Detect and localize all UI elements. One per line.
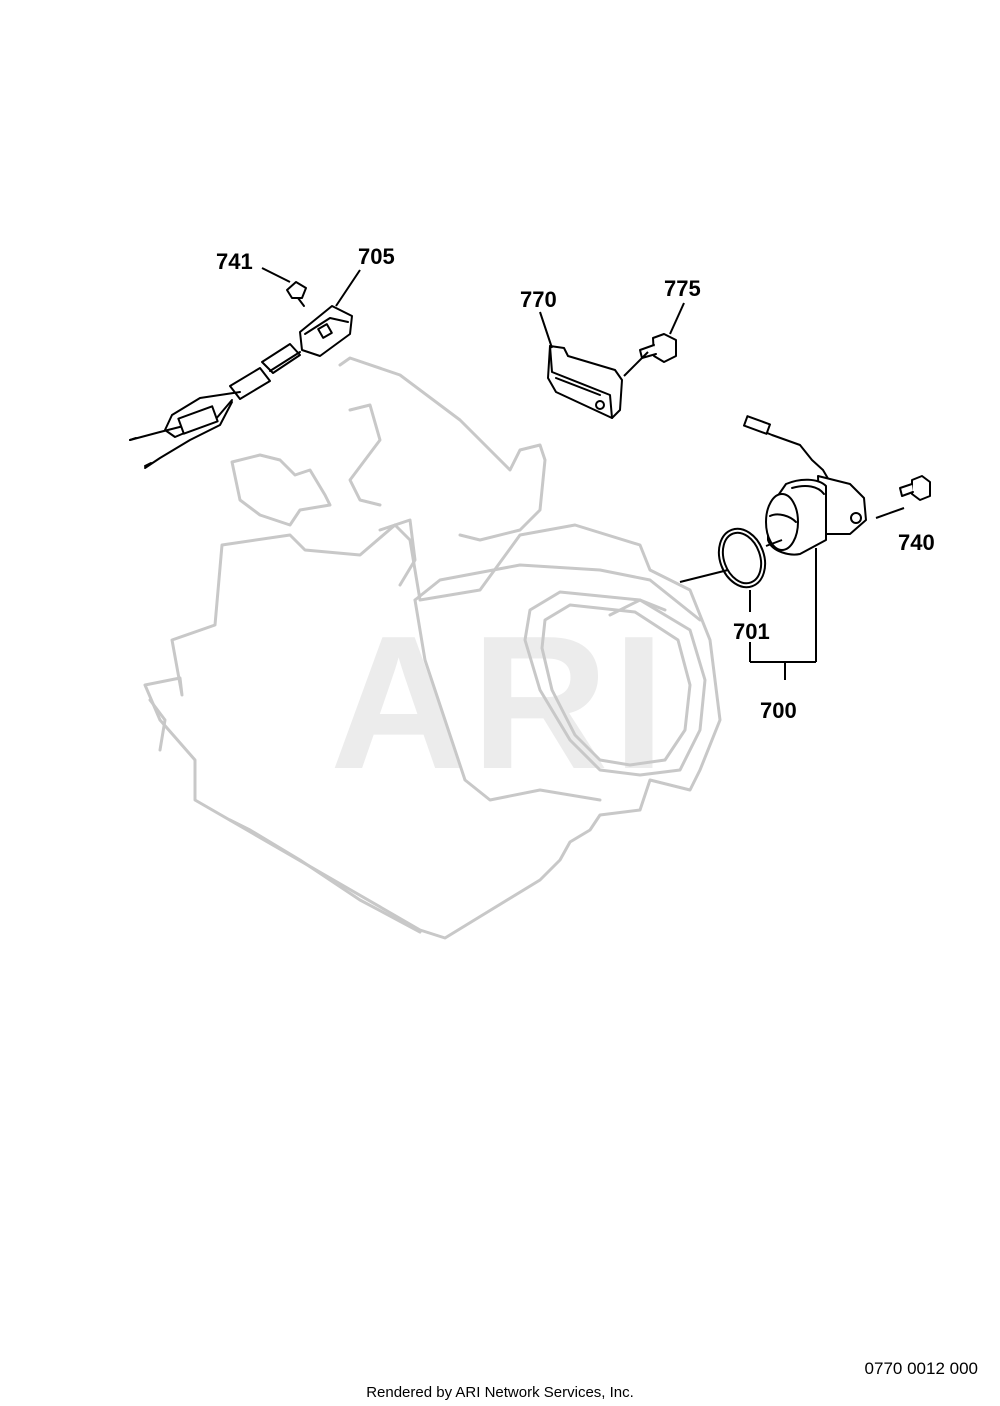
part-740-bolt[interactable] — [899, 475, 931, 501]
part-700-solenoid[interactable] — [743, 415, 867, 556]
callout-705: 705 — [358, 244, 395, 269]
engine-outline — [143, 356, 722, 940]
part-775-bolt[interactable] — [639, 333, 677, 363]
callout-700: 700 — [760, 698, 797, 723]
part-705-harness[interactable] — [129, 305, 353, 469]
callout-labels: 741 705 770 775 740 701 700 — [216, 244, 935, 723]
leader-lines — [261, 267, 905, 680]
callout-701: 701 — [733, 619, 770, 644]
callout-770: 770 — [520, 287, 557, 312]
callout-775: 775 — [664, 276, 701, 301]
render-credit: Rendered by ARI Network Services, Inc. — [366, 1384, 634, 1401]
diagram-reference-code: 0770 0012 000 — [864, 1359, 978, 1378]
part-741-screw[interactable] — [286, 281, 307, 307]
callout-740: 740 — [898, 530, 935, 555]
callout-741: 741 — [216, 249, 253, 274]
part-701-oring[interactable] — [711, 522, 773, 593]
part-770-plate[interactable] — [547, 345, 623, 419]
watermark: ARI — [330, 597, 669, 809]
